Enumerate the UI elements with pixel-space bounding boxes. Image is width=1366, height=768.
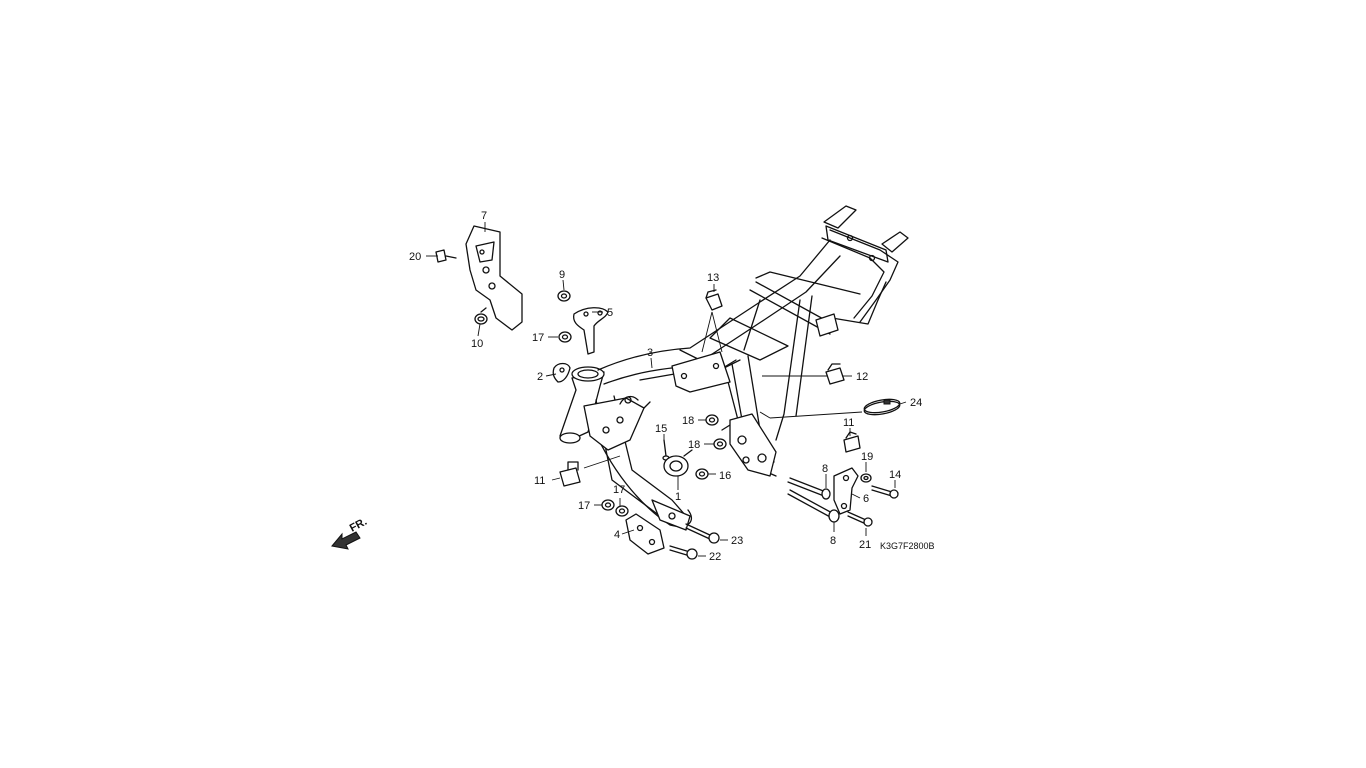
callout-5: 5	[607, 307, 613, 319]
callout-1: 1	[675, 491, 681, 503]
nut-17-lower-b	[615, 505, 629, 517]
clamp-11-left	[559, 461, 581, 487]
leader-lines	[426, 222, 907, 557]
clamp-1	[663, 449, 693, 477]
bolt-20	[435, 249, 457, 263]
front-cover-plate	[465, 225, 523, 331]
callout-18-upper: 18	[682, 415, 694, 427]
callout-10: 10	[471, 338, 483, 350]
front-direction-arrow: FR.	[331, 516, 369, 550]
bolt-21	[847, 511, 873, 527]
callout-9: 9	[559, 269, 565, 281]
callout-22: 22	[709, 551, 721, 563]
bracket-6	[833, 467, 859, 515]
callout-6: 6	[863, 493, 869, 505]
washer-19	[860, 473, 872, 483]
callout-16: 16	[719, 470, 731, 482]
bolt-23	[685, 523, 720, 544]
grommet-10	[474, 307, 488, 325]
callout-23: 23	[731, 535, 743, 547]
callout-12: 12	[856, 371, 868, 383]
bolt-8-lower	[787, 489, 840, 523]
bracket-5	[572, 307, 609, 355]
clamp-2	[552, 362, 571, 383]
nut-9	[557, 290, 571, 302]
callout-7: 7	[481, 210, 487, 222]
callout-19: 19	[861, 451, 873, 463]
nut-16	[695, 468, 709, 480]
nut-18-lower	[713, 438, 727, 450]
callout-18-lower: 18	[688, 439, 700, 451]
frame-body	[559, 205, 909, 531]
callout-21: 21	[859, 539, 871, 551]
nut-18-upper	[705, 414, 719, 426]
callout-17-lower-b: 17	[613, 484, 625, 496]
clip-13	[705, 289, 723, 311]
clip-12	[825, 363, 845, 385]
callout-11-left: 11	[534, 475, 545, 487]
callout-20: 20	[409, 251, 421, 263]
callout-3: 3	[647, 347, 653, 359]
bracket-4	[625, 513, 665, 555]
bolt-14	[871, 485, 899, 499]
callout-15: 15	[655, 423, 667, 435]
nut-17-upper	[558, 331, 572, 343]
callout-8-upper: 8	[822, 463, 828, 475]
clamp-11-right	[843, 431, 861, 453]
diagram-code: K3G7F2800B	[880, 541, 935, 551]
callout-8-lower: 8	[830, 535, 836, 547]
bolt-15	[662, 439, 670, 461]
callout-17-upper: 17	[532, 332, 544, 344]
bolt-8-upper	[787, 477, 831, 500]
callout-2: 2	[537, 371, 543, 383]
callout-24: 24	[910, 397, 922, 409]
callout-17-lower-a: 17	[578, 500, 590, 512]
callout-14: 14	[889, 469, 901, 481]
callout-11-right: 11	[843, 417, 854, 429]
band-24	[863, 398, 901, 416]
bolt-22	[669, 545, 698, 560]
callout-4: 4	[614, 529, 620, 541]
callout-13: 13	[707, 272, 719, 284]
front-label: FR.	[348, 516, 369, 535]
nut-17-lower-a	[601, 499, 615, 511]
callout-labels: 7 20 10 9 5 17 2 3 13 12 24 11 11 15 18 …	[409, 210, 922, 563]
